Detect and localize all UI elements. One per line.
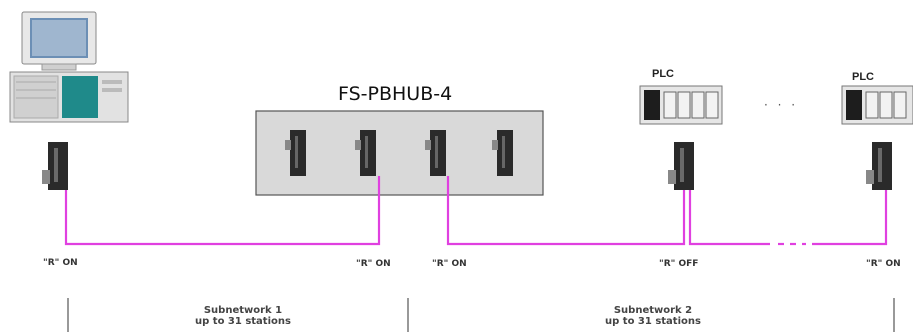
resistor-label-plc-2: "R" ON bbox=[866, 259, 901, 269]
plc-2-connector bbox=[866, 142, 892, 190]
hub-title: FS-PBHUB-4 bbox=[338, 83, 453, 105]
resistor-label-plc-1: "R" OFF bbox=[659, 259, 699, 269]
resistor-label-hub-right: "R" ON bbox=[432, 259, 467, 269]
plc-ellipsis: · · · bbox=[764, 98, 799, 112]
hub-connector-4 bbox=[492, 130, 513, 176]
subnetwork-1-name: Subnetwork 1 bbox=[203, 305, 283, 316]
bus-cable-plc-branch bbox=[688, 190, 770, 246]
plc-1-connector bbox=[668, 142, 694, 190]
resistor-label-pc: "R" ON bbox=[43, 258, 78, 268]
plc-2-label: PLC bbox=[852, 71, 874, 83]
pc-connector bbox=[42, 142, 68, 190]
pc-computer-icon bbox=[9, 11, 129, 123]
resistor-label-hub-left: "R" ON bbox=[356, 259, 391, 269]
hub-connector-3 bbox=[425, 130, 446, 176]
bus-cable-subnet-1 bbox=[64, 176, 381, 246]
bus-cable-subnet-2 bbox=[446, 176, 686, 246]
subnetwork-1-label: Subnetwork 1 up to 31 stations bbox=[158, 305, 328, 327]
hub-connector-2 bbox=[355, 130, 376, 176]
plc-1-label: PLC bbox=[652, 68, 674, 80]
bus-cable-plc-2 bbox=[812, 190, 888, 246]
subnetwork-2-label: Subnetwork 2 up to 31 stations bbox=[568, 305, 738, 327]
plc-1-icon bbox=[639, 85, 723, 125]
hub-connector-1 bbox=[285, 130, 306, 176]
subnetwork-2-name: Subnetwork 2 bbox=[613, 305, 693, 316]
plc-2-icon bbox=[841, 85, 913, 125]
subnetwork-2-detail: up to 31 stations bbox=[605, 316, 701, 327]
subnetwork-1-detail: up to 31 stations bbox=[195, 316, 291, 327]
